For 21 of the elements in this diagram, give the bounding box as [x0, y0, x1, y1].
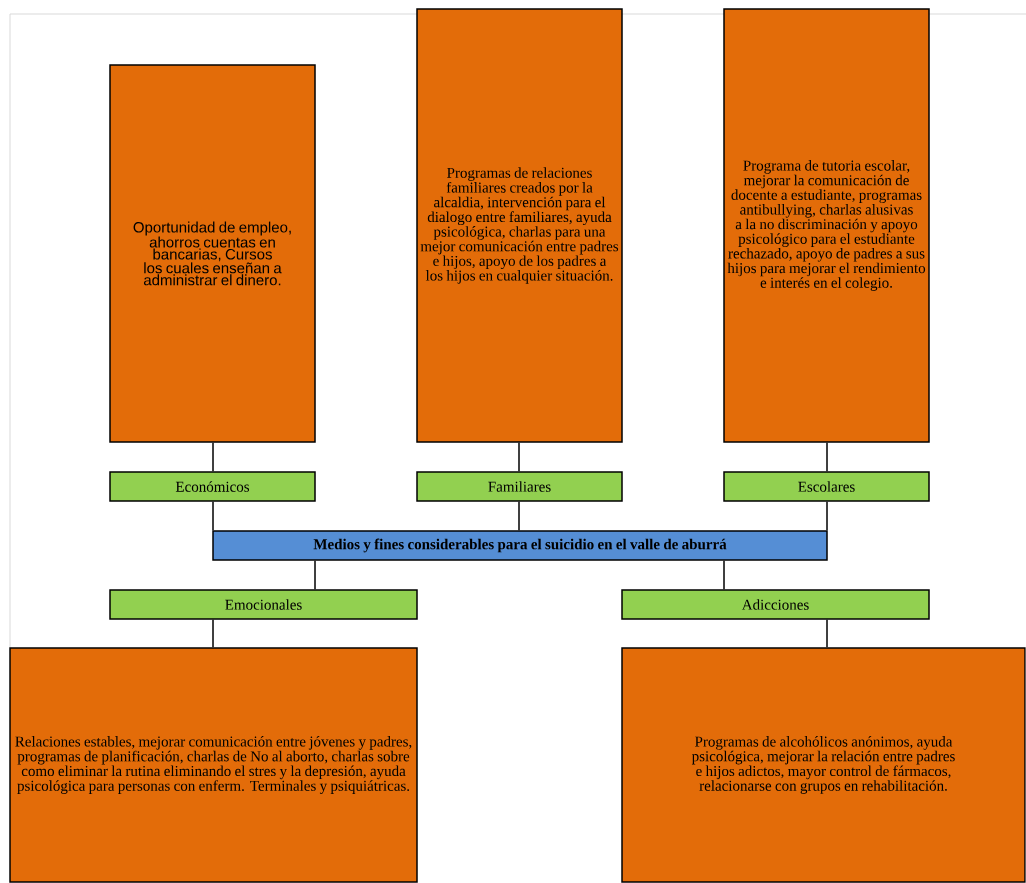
category-box: Escolares [723, 471, 930, 502]
category-box: Emocionales [109, 589, 418, 620]
description-box: Oportunidad de empleo, ahorros cuentas en bancarias, Cursos los cuales enseñan a administrar el dinero. [109, 64, 316, 443]
connector-line [826, 619, 828, 648]
connector-line [723, 560, 725, 590]
category-box: Familiares [416, 471, 623, 502]
connector-line [212, 442, 214, 472]
description-box: Programas de relaciones familiares creados por la alcaldia, intervención para el dialogo entre familiares, ayuda psicológica, charlas para una mejor comunicación entre padres e hijos, apoyo de los padres a los hijos en cualquier situación. [416, 8, 623, 443]
description-box: Programa de tutoria escolar, mejorar la comunicación de docente a estudiante, programas antibullying, charlas alusivas a la no discriminación y apoyo psicológico para el estudiante rechazado, apoyo de padres a sus hijos para mejorar el rendimiento e interés en el colegio. [723, 8, 930, 443]
title-box: Medios y fines considerables para el suicidio en el valle de aburrá [212, 530, 828, 561]
connector-line [518, 442, 520, 472]
connector-line [212, 619, 214, 648]
connector-line [518, 501, 520, 531]
description-box: Relaciones estables, mejorar comunicación entre jóvenes y padres, programas de planificación, charlas de No al aborto, charlas sobre como eliminar la rutina eliminando el stres y la depresión, ayuda psicológica para personas con enferm. Terminales y psiquiátricas. [9, 647, 418, 883]
connector-line [826, 442, 828, 472]
description-box: Programas de alcohólicos anónimos, ayuda psicológica, mejorar la relación entre padres e hijos adictos, mayor control de fármacos, relacionarse con grupos en rehabilitación. [621, 647, 1026, 883]
connector-line [314, 560, 316, 590]
connector-line [212, 501, 214, 531]
category-box: Adicciones [621, 589, 930, 620]
connector-line [826, 501, 828, 531]
category-box: Económicos [109, 471, 316, 502]
